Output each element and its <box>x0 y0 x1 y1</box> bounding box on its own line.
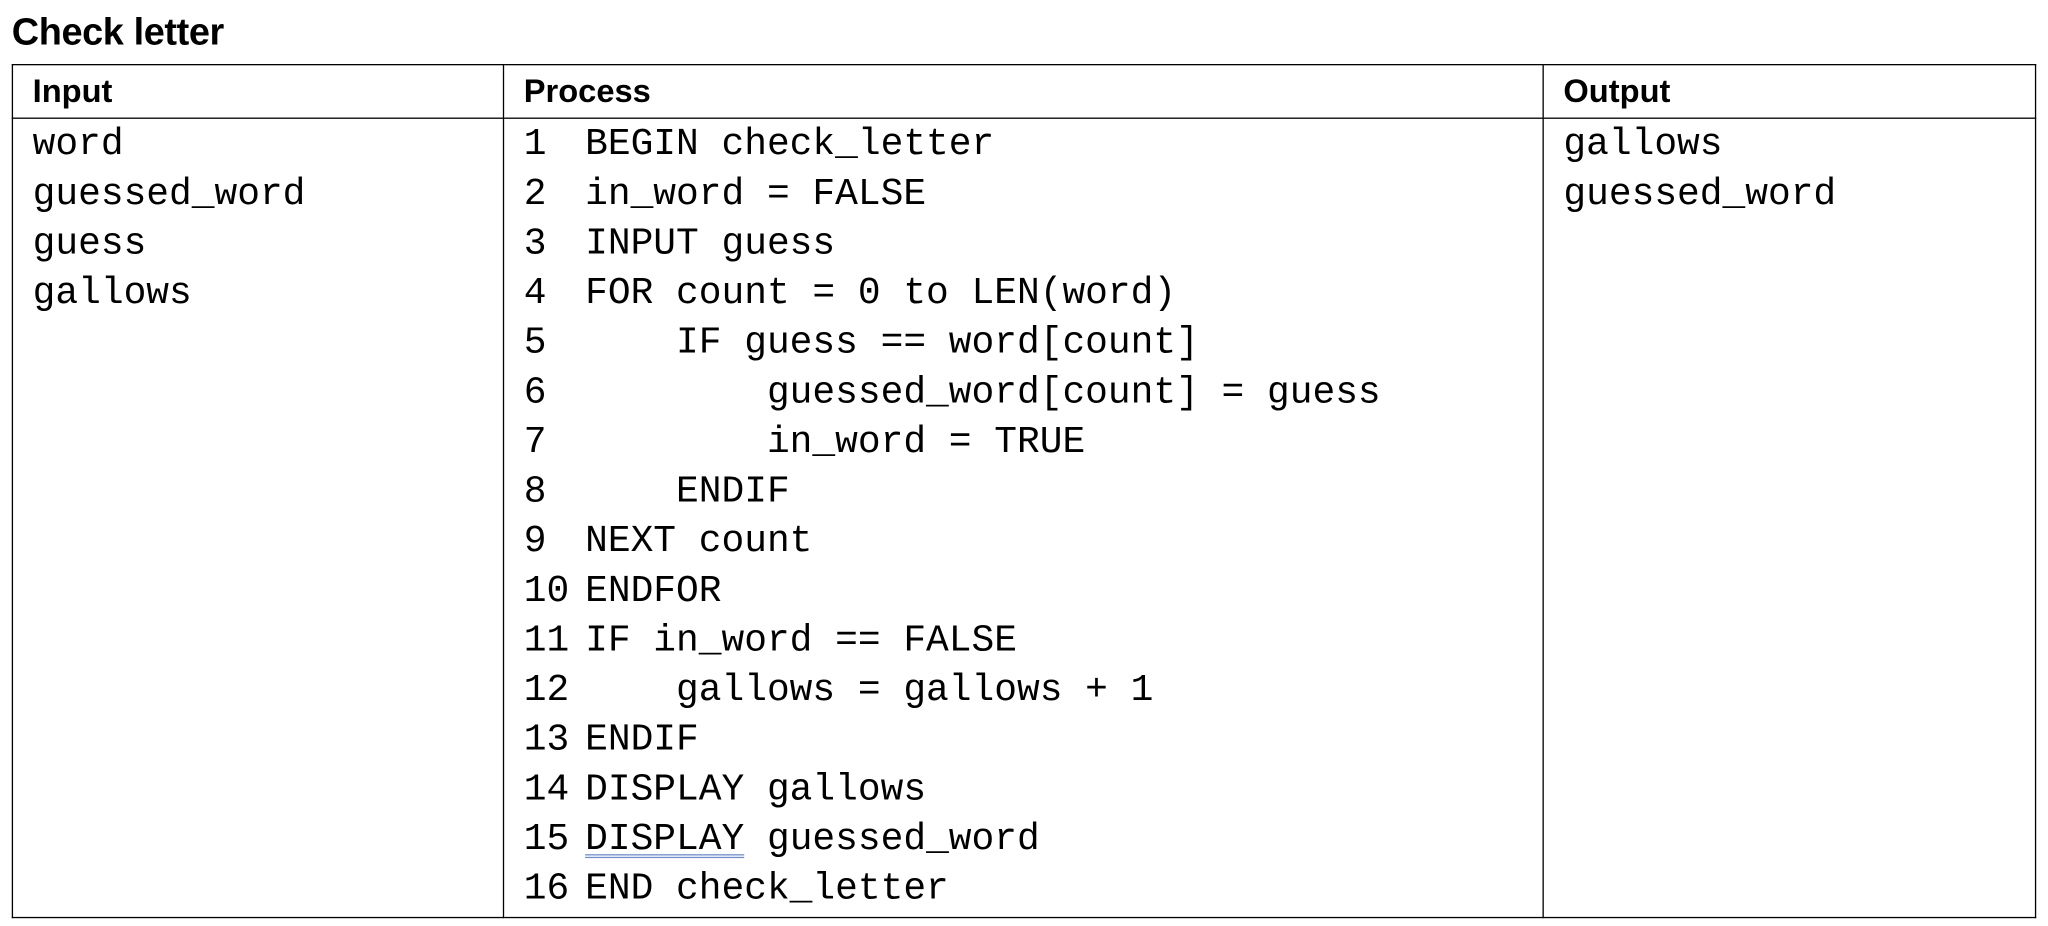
spellcheck-underline: DISPLAY <box>585 817 745 861</box>
code-line: 1 BEGIN check_letter <box>524 120 1543 170</box>
code-text: NEXT count <box>585 519 813 563</box>
code-text: IF in_word == FALSE <box>585 619 1017 663</box>
line-number: 15 <box>523 817 570 861</box>
code-line: 15 DISPLAY guessed_word <box>524 815 1543 865</box>
section-title: Check letter <box>11 11 225 54</box>
code-line: 7 in_word = TRUE <box>524 418 1543 468</box>
line-number: 14 <box>523 767 570 812</box>
input-header: Input <box>11 63 505 119</box>
line-number: 1 <box>523 122 547 166</box>
code-text: END check_letter <box>585 867 949 911</box>
code-line: 16 END check_letter <box>524 865 1543 915</box>
code-text: ENDIF <box>585 470 790 514</box>
process-cell: 1 BEGIN check_letter 2 in_word = FALSE 3 IN… <box>502 117 1544 919</box>
output-item: guessed_word <box>1563 172 1837 216</box>
line-number: 9 <box>523 519 547 563</box>
code-text: INPUT guess <box>585 222 836 266</box>
code-line: 4 FOR count = 0 to LEN(word) <box>524 269 1543 319</box>
input-cell: word guessed_word guess gallows <box>11 117 505 919</box>
code-text: DISPLAY guessed_word <box>585 817 1040 861</box>
code-text: in_word = FALSE <box>585 172 927 216</box>
code-line: 13 ENDIF <box>524 716 1543 766</box>
code-line: 8 ENDIF <box>524 468 1543 518</box>
header-row: Input Process Output <box>11 63 2037 119</box>
code-line: 14 DISPLAY gallows <box>524 765 1543 815</box>
line-number: 7 <box>523 420 547 464</box>
process-header: Process <box>502 63 1544 119</box>
line-number: 6 <box>523 370 547 415</box>
input-item: guess <box>32 222 147 266</box>
body-row: word guessed_word guess gallows 1 BEGIN c… <box>11 117 2037 919</box>
code-line: 3 INPUT guess <box>524 219 1543 269</box>
code-line: 2 in_word = FALSE <box>524 170 1543 220</box>
code-line: 9 NEXT count <box>524 517 1543 567</box>
code-line: 12 gallows = gallows + 1 <box>524 666 1543 716</box>
line-number: 3 <box>523 222 547 266</box>
input-item: gallows <box>32 271 192 315</box>
code-text: DISPLAY gallows <box>585 767 927 812</box>
input-item: word <box>32 122 124 166</box>
line-number: 13 <box>523 718 570 762</box>
code-text: ENDIF <box>585 718 699 762</box>
line-number: 10 <box>523 569 570 613</box>
code-text: ENDFOR <box>585 569 722 613</box>
code-text: BEGIN check_letter <box>585 122 995 166</box>
line-number: 16 <box>523 867 570 911</box>
code-text: FOR count = 0 to LEN(word) <box>585 271 1177 315</box>
code-text: gallows = gallows + 1 <box>585 668 1154 712</box>
code-line: 5 IF guess == word[count] <box>524 319 1543 369</box>
line-number: 11 <box>523 619 570 663</box>
code-text: guessed_word[count] = guess <box>585 370 1381 415</box>
code-line: 10 ENDFOR <box>524 567 1543 617</box>
output-cell: gallows guessed_word <box>1542 117 2037 919</box>
line-number: 12 <box>523 668 570 712</box>
code-line: 11 IF in_word == FALSE <box>524 616 1543 666</box>
output-header: Output <box>1542 63 2037 119</box>
code-text: IF guess == word[count] <box>585 321 1199 365</box>
ipo-table: Input Process Output word guessed_word g… <box>11 63 2037 919</box>
code-line: 6 guessed_word[count] = guess <box>524 368 1543 418</box>
line-number: 8 <box>523 470 547 514</box>
code-text: in_word = TRUE <box>585 420 1086 464</box>
line-number: 5 <box>523 321 547 365</box>
line-number: 4 <box>523 271 547 315</box>
output-item: gallows <box>1563 122 1723 166</box>
line-number: 2 <box>523 172 547 216</box>
input-item: guessed_word <box>32 172 306 216</box>
